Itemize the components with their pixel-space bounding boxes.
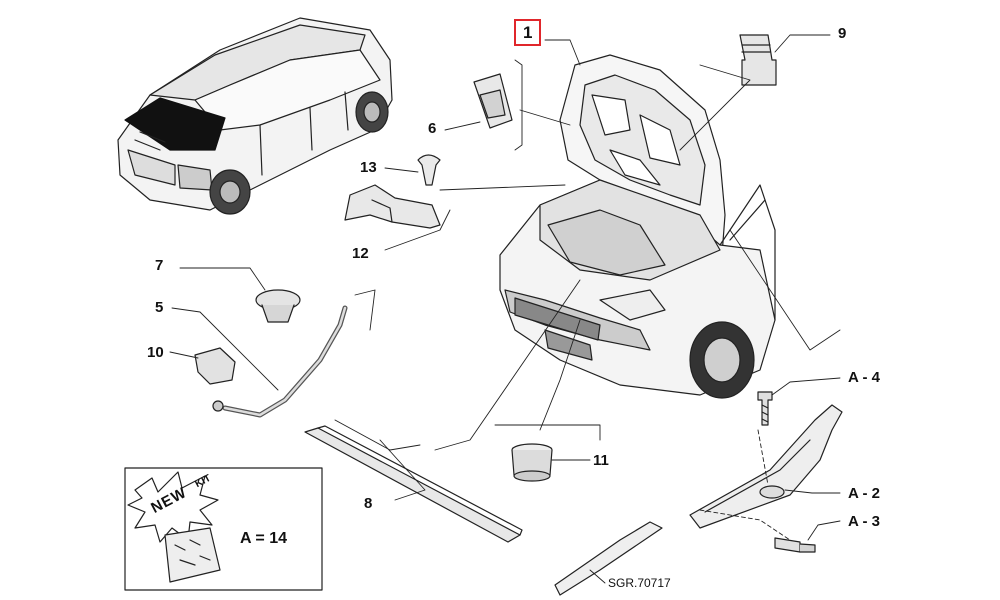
guide-lines: [699, 429, 791, 541]
part-5-prop-rod: [212, 305, 348, 418]
callout-part-11: 11: [593, 452, 609, 469]
part-6-pad: [473, 73, 513, 129]
part-a4-bolt: [757, 391, 773, 426]
car-overview-illustration: [117, 17, 393, 215]
callout-part-a4: A - 4: [848, 369, 880, 386]
part-13-clip: [417, 154, 441, 186]
callout-part-7: 7: [155, 257, 164, 274]
callout-part-a3: A - 3: [848, 513, 880, 530]
part-7-grommet: [255, 289, 301, 323]
frame-edges: [334, 59, 601, 451]
part-8-seal-strip: [304, 425, 523, 543]
hinge-assembly: [554, 404, 843, 596]
callout-part-8: 8: [364, 495, 373, 512]
callout-part-13: 13: [360, 159, 377, 176]
reference-code: SGR.70717: [608, 576, 671, 590]
callout-part-12: 12: [352, 245, 369, 262]
car-front-illustration: [499, 179, 776, 399]
callout-part-10: 10: [147, 344, 164, 361]
leader-lines: [169, 34, 841, 584]
part-a3-screw: [774, 537, 816, 553]
callout-part-a2: A - 2: [848, 485, 880, 502]
part-11-rubber-buffer: [511, 443, 553, 482]
part-9-bump-stop: [739, 34, 777, 86]
bonnet-illustration: [559, 54, 726, 256]
kit-quantity: A = 14: [240, 530, 287, 547]
part-12-bracket: [344, 184, 441, 229]
part-10-rod-clip: [194, 347, 236, 385]
kit-box: [124, 467, 323, 591]
callout-part-9: 9: [838, 25, 847, 42]
callout-part-1: 1: [514, 19, 542, 46]
callout-part-6: 6: [428, 120, 437, 137]
callout-part-5: 5: [155, 299, 164, 316]
